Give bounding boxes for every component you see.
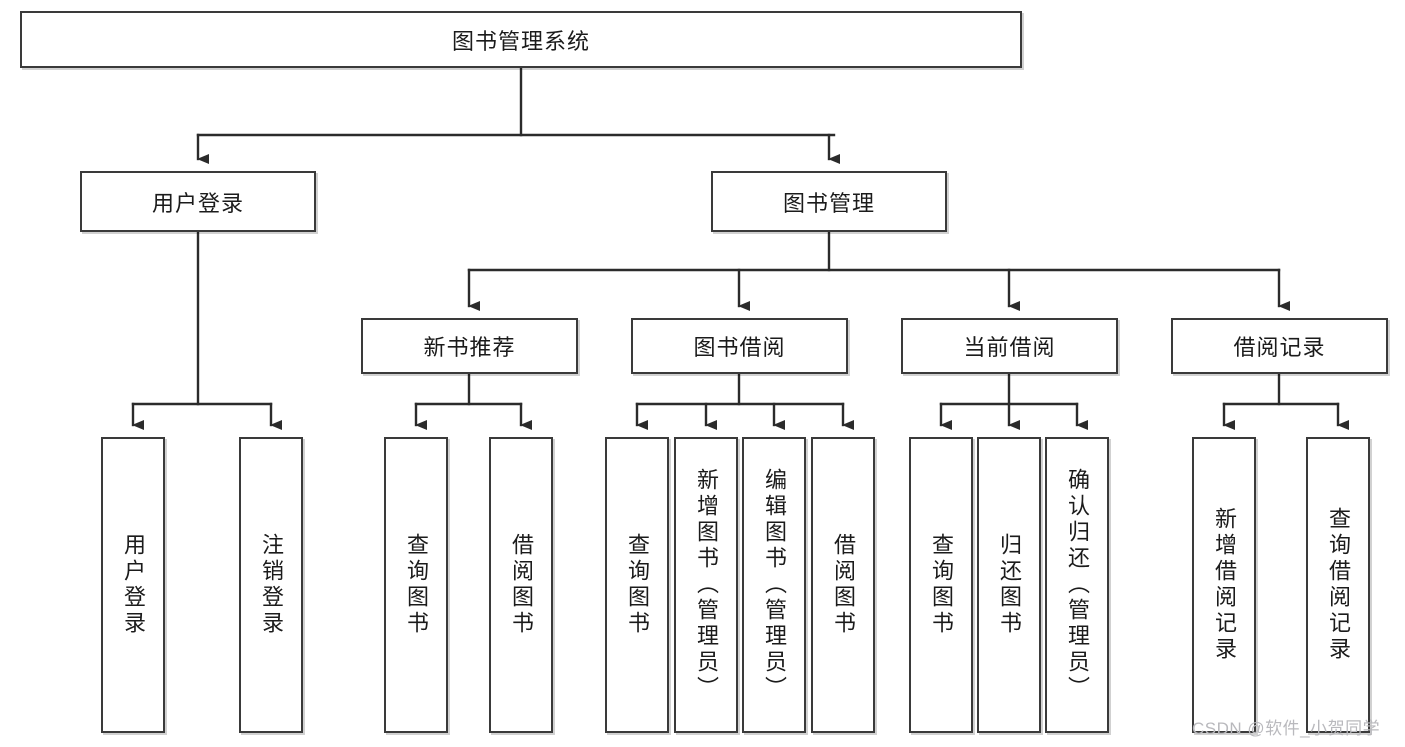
node-leaf-query-book-1[interactable]: 查询图书 (384, 437, 448, 733)
node-book-manage[interactable]: 图书管理 (711, 171, 947, 232)
node-label: 借阅图书 (509, 533, 534, 637)
node-label: 用户登录 (151, 190, 244, 216)
node-label: 确认归还（管理员） (1065, 468, 1090, 702)
node-new-book-recommend[interactable]: 新书推荐 (361, 318, 578, 374)
node-book-borrow[interactable]: 图书借阅 (631, 318, 848, 374)
node-label: 用户登录 (121, 533, 146, 637)
node-current-borrow[interactable]: 当前借阅 (901, 318, 1118, 374)
node-label: 编辑图书（管理员） (762, 468, 787, 702)
node-leaf-borrow-book-1[interactable]: 借阅图书 (489, 437, 553, 733)
node-leaf-query-book-2[interactable]: 查询图书 (605, 437, 669, 733)
node-label: 新增借阅记录 (1212, 507, 1237, 663)
node-leaf-confirm-return-admin[interactable]: 确认归还（管理员） (1045, 437, 1109, 733)
node-label: 查询借阅记录 (1326, 507, 1351, 663)
node-label: 归还图书 (997, 533, 1022, 637)
node-leaf-borrow-book-2[interactable]: 借阅图书 (811, 437, 875, 733)
node-label: 新增图书（管理员） (694, 468, 719, 702)
node-borrow-record[interactable]: 借阅记录 (1171, 318, 1388, 374)
node-leaf-add-book-admin[interactable]: 新增图书（管理员） (674, 437, 738, 733)
node-leaf-add-borrow-record[interactable]: 新增借阅记录 (1192, 437, 1256, 733)
node-leaf-user-login[interactable]: 用户登录 (101, 437, 165, 733)
node-root-system[interactable]: 图书管理系统 (20, 11, 1022, 68)
node-label: 新书推荐 (423, 335, 516, 360)
node-leaf-edit-book-admin[interactable]: 编辑图书（管理员） (742, 437, 806, 733)
node-label: 借阅记录 (1233, 335, 1326, 360)
node-user-login[interactable]: 用户登录 (80, 171, 316, 232)
node-label: 注销登录 (259, 533, 284, 637)
node-leaf-query-book-3[interactable]: 查询图书 (909, 437, 973, 733)
node-label: 借阅图书 (831, 533, 856, 637)
node-leaf-query-borrow-record[interactable]: 查询借阅记录 (1306, 437, 1370, 733)
node-leaf-logout-login[interactable]: 注销登录 (239, 437, 303, 733)
node-label: 查询图书 (929, 533, 954, 637)
node-label: 当前借阅 (963, 335, 1056, 360)
node-label: 图书管理 (782, 190, 875, 216)
node-label: 图书管理系统 (451, 28, 590, 54)
node-label: 图书借阅 (693, 335, 786, 360)
node-label: 查询图书 (625, 533, 650, 637)
node-leaf-return-book[interactable]: 归还图书 (977, 437, 1041, 733)
node-label: 查询图书 (404, 533, 429, 637)
